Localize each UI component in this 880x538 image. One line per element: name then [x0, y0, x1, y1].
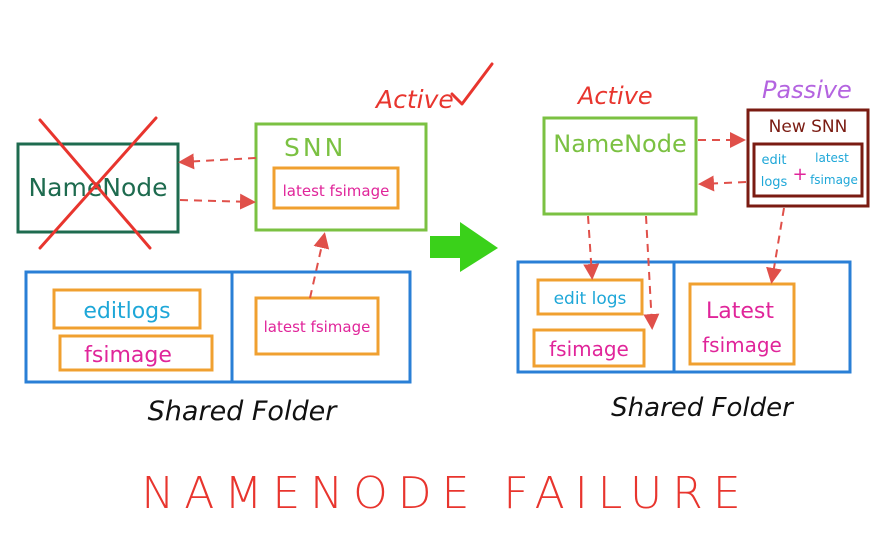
snn-fsimage-label: latest fsimage — [283, 182, 390, 200]
arrow-namenode-to-fsimage — [643, 215, 660, 330]
right-latest-label-1: Latest — [706, 299, 774, 324]
right-editlogs-box — [536, 278, 644, 316]
active-namenode-box — [542, 116, 698, 216]
left-shared-folder-caption: Shared Folder — [148, 396, 339, 427]
failed-namenode-box — [16, 142, 180, 234]
new-snn-edit-label-2: logs — [761, 175, 788, 190]
left-editlogs-label: editlogs — [83, 299, 170, 324]
transition-arrow-icon — [430, 222, 498, 272]
new-snn-box — [746, 108, 870, 208]
snn-box — [254, 122, 428, 232]
new-snn-plus-label: + — [792, 164, 807, 185]
arrow-new-snn-to-latest — [766, 207, 785, 284]
snn-label: SNN — [284, 133, 346, 162]
namenode-active-label: Active — [576, 82, 653, 110]
new-snn-latest-label-2: fsimage — [810, 173, 858, 187]
arrow-namenode-to-editlogs — [583, 215, 600, 280]
left-fsimage-box — [58, 334, 214, 372]
right-editlogs-label: edit logs — [554, 289, 627, 309]
arrow-snn-to-namenode — [178, 153, 257, 170]
right-fsimage-box — [532, 328, 646, 368]
arrow-namenode-to-snn — [179, 193, 256, 210]
snn-active-label: Active — [374, 85, 454, 114]
right-latest-label-2: fsimage — [702, 333, 782, 357]
new-snn-inner-box — [752, 142, 864, 198]
new-snn-latest-label-1: latest — [815, 151, 849, 165]
right-latest-fsimage-box — [688, 282, 796, 366]
new-snn-edit-label-1: edit — [762, 153, 787, 168]
left-latest-fsimage-box — [254, 296, 380, 356]
arrow-new-snn-to-namenode — [698, 175, 747, 192]
cross-mark-line-2 — [38, 116, 158, 250]
checkmark-icon — [450, 62, 494, 106]
diagram-title: NAMENODE FAILURE — [141, 468, 750, 519]
new-snn-passive-label: Passive — [762, 76, 852, 104]
cross-mark-line-1 — [38, 118, 152, 250]
left-shared-folder-box — [24, 270, 412, 384]
right-shared-folder-box — [516, 260, 852, 374]
new-snn-label: New SNN — [769, 117, 848, 137]
active-namenode-label: NameNode — [553, 130, 686, 158]
left-fsimage-label: fsimage — [84, 343, 172, 368]
left-latest-fsimage-label: latest fsimage — [264, 318, 371, 336]
arrow-shared-to-snn — [309, 232, 330, 299]
right-fsimage-label: fsimage — [549, 337, 629, 361]
left-editlogs-box — [52, 288, 202, 330]
snn-fsimage-box — [272, 166, 400, 210]
right-shared-folder-caption: Shared Folder — [611, 393, 795, 423]
